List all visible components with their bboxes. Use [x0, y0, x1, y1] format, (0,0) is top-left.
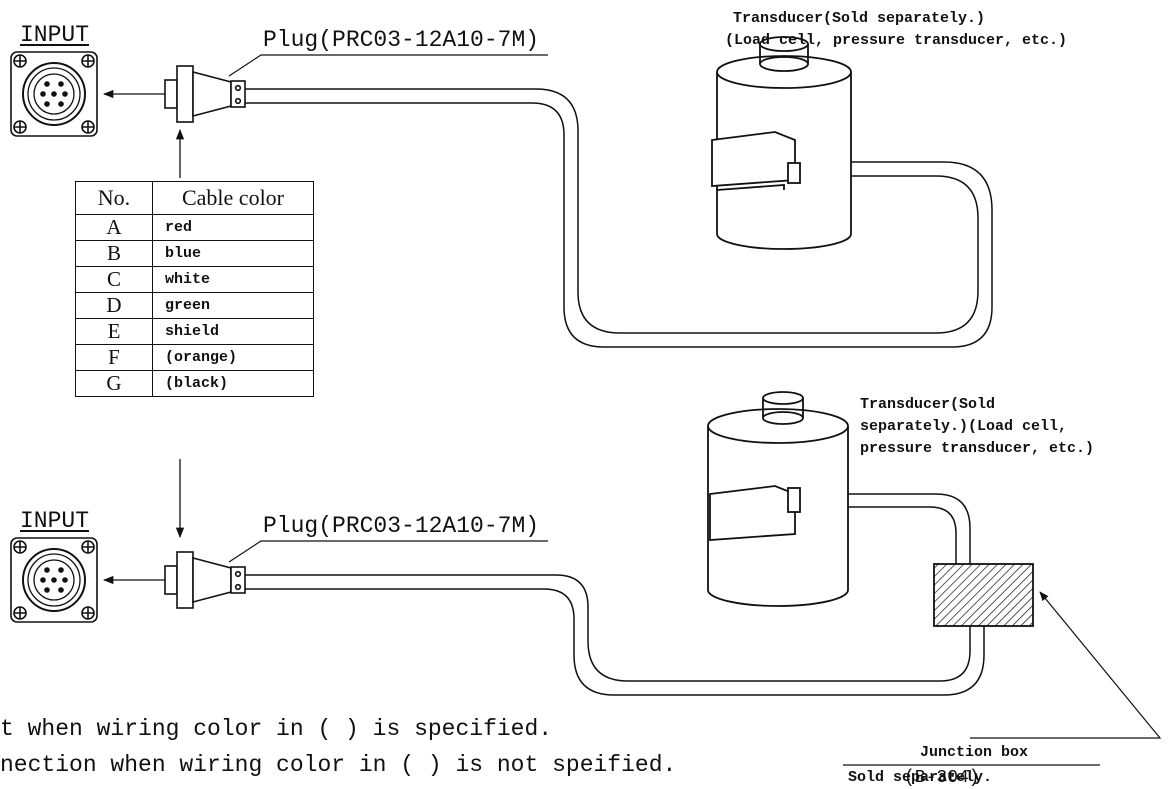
transducer-top: [711, 36, 852, 250]
pin-color: (black): [152, 370, 314, 397]
transducer-bottom-line3: pressure transducer, etc.): [860, 440, 1095, 457]
transducer-bottom: [707, 391, 849, 607]
input-label-bottom: INPUT: [20, 508, 90, 534]
transducer-top-line2: (Load cell, pressure transducer, etc.): [725, 32, 1068, 49]
transducer-bottom-line1: Transducer(Sold: [860, 396, 996, 413]
transducer-bottom-line2: separately.)(Load cell,: [860, 418, 1068, 435]
plug-bottom: [164, 551, 246, 609]
pin-color: (orange): [152, 344, 314, 371]
pin-color: shield: [152, 318, 314, 345]
pin-no: C: [75, 266, 153, 293]
pin-no: F: [75, 344, 153, 371]
plug-label-top: Plug(PRC03-12A10-7M): [263, 27, 540, 53]
pin-color: green: [152, 292, 314, 319]
header-cable-color: Cable color: [152, 181, 314, 215]
pin-no: G: [75, 370, 153, 397]
input-connector-bottom: [10, 537, 98, 623]
pin-color: white: [152, 266, 314, 293]
table-row: F(orange): [75, 344, 314, 371]
pin-no: E: [75, 318, 153, 345]
pin-no: A: [75, 214, 153, 241]
junction-box-note: Sold separately.: [848, 769, 993, 786]
input-connector-top: [10, 51, 98, 137]
pin-no: D: [75, 292, 153, 319]
table-row: G(black): [75, 370, 314, 397]
header-no: No.: [75, 181, 153, 215]
pin-color: red: [152, 214, 314, 241]
plug-top: [164, 65, 246, 123]
input-label-top: INPUT: [20, 22, 90, 48]
pin-color: blue: [152, 240, 314, 267]
note-line1: t when wiring color in ( ) is specified.: [0, 716, 553, 742]
pin-no: B: [75, 240, 153, 267]
junction-box: [933, 563, 1034, 627]
note-line2: nection when wiring color in ( ) is not …: [0, 752, 677, 778]
junction-box-code: (B-304): [904, 768, 980, 788]
table-header-row: No. Cable color: [75, 181, 314, 215]
transducer-top-line1: Transducer(Sold separately.): [733, 10, 986, 27]
plug-label-bottom: Plug(PRC03-12A10-7M): [263, 513, 540, 539]
junction-box-title: Junction box: [920, 744, 1029, 761]
